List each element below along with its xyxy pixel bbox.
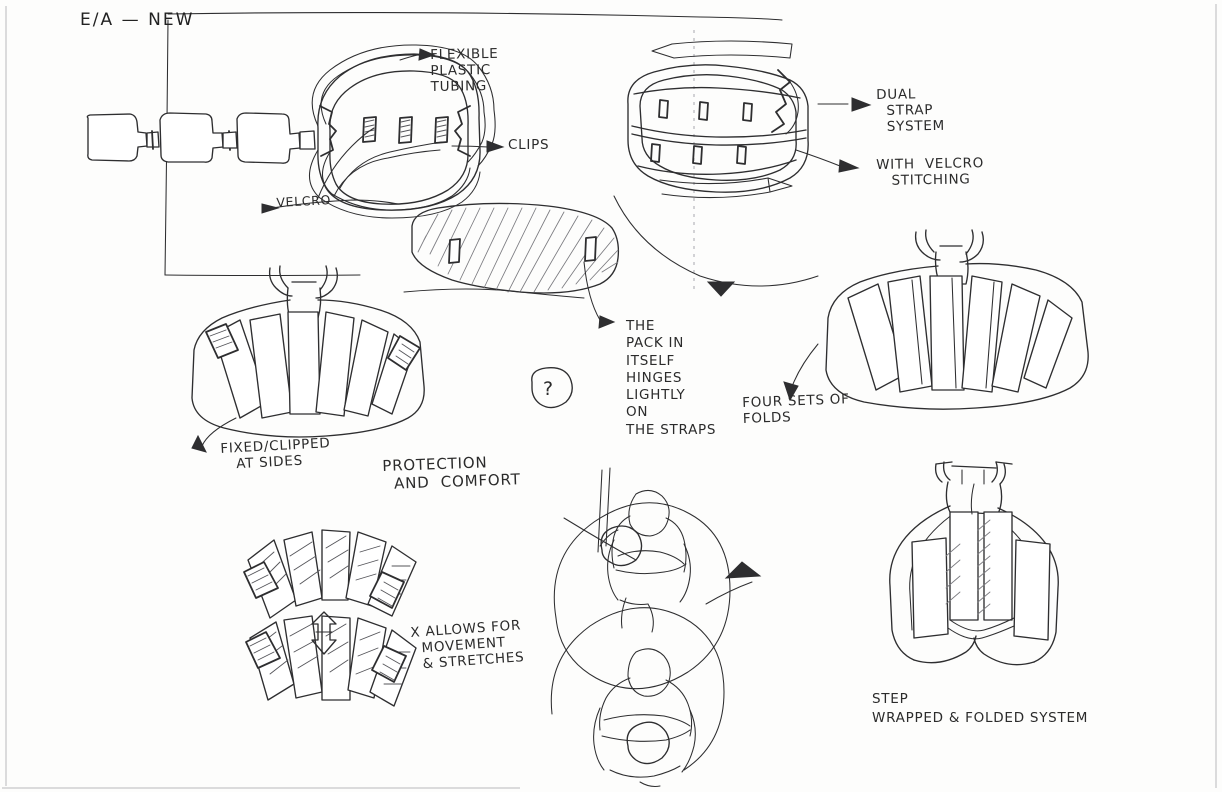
dual-strap-loops-upper — [658, 99, 753, 122]
question-circle — [531, 367, 573, 409]
belt-oval-sketch — [86, 44, 505, 219]
worn-pack-sketch — [889, 461, 1059, 666]
worn-pack-hatch — [945, 519, 991, 615]
dual-strap-loops-lower — [650, 143, 747, 165]
pad-hatching — [417, 207, 619, 293]
dual-strap-sketch — [613, 30, 872, 297]
hatched-pad-sketch — [403, 202, 620, 329]
oval-loops — [362, 116, 449, 144]
paper-edges — [2, 4, 1217, 789]
exploded-split-sketch — [243, 529, 417, 707]
folded-pack-left — [191, 265, 425, 453]
figures-sketch — [550, 467, 762, 788]
folded-pack-right — [783, 229, 1089, 410]
